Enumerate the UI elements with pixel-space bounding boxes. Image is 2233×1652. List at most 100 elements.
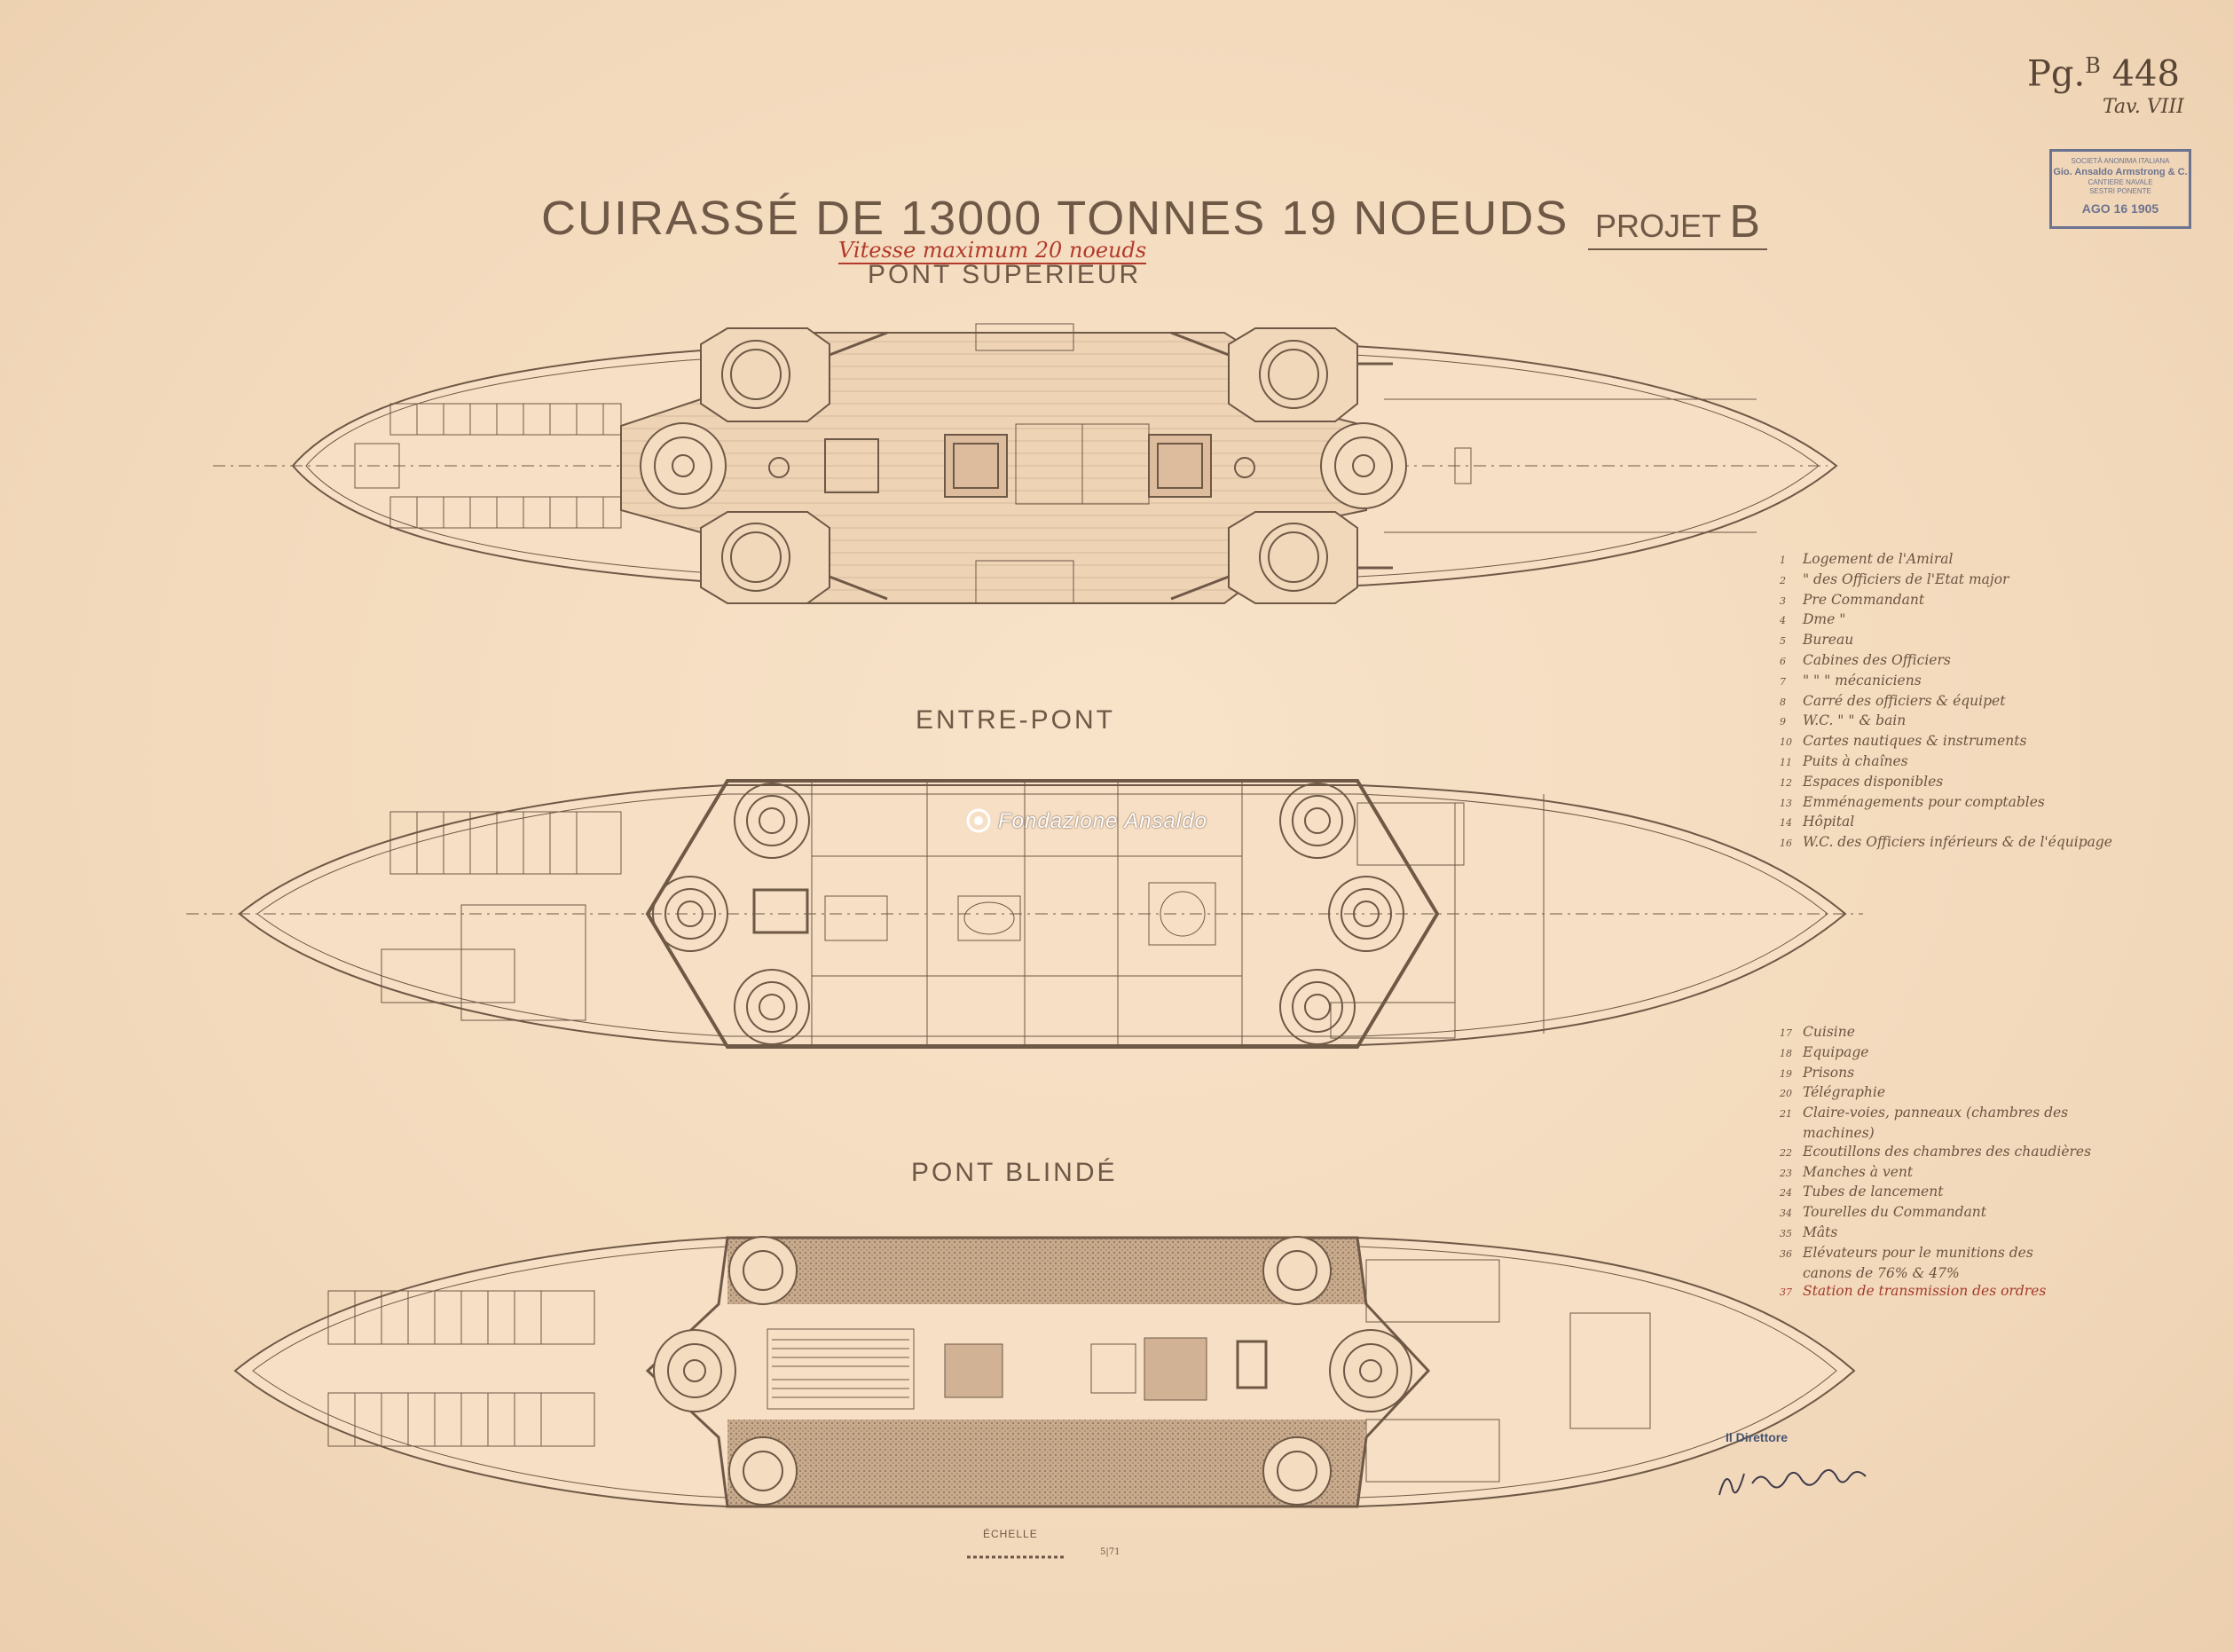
armored-deck-label: PONT BLINDÉ [911,1158,1118,1187]
legend-item: 10 Cartes nautiques & instruments [1780,732,2112,752]
legend-item: 9 W.C. " " & bain [1780,712,2112,732]
legend-item-number: 6 [1780,655,1786,667]
legend-item-text: Station de transmission des ordres [1803,1283,2047,1300]
legend-item: 12 Espaces disponibles [1780,773,2112,793]
legend-item-number: 10 [1780,736,1792,749]
legend-item-text: Télégraphie [1803,1084,1886,1101]
legend-item-text: canons de 76% & 47% [1803,1264,1960,1281]
legend-item-number: 8 [1780,696,1786,708]
watermark-text: Fondazione Ansaldo [998,809,1207,833]
legend-item-number: 9 [1780,716,1786,728]
legend-item: 37 Station de transmission des ordres [1780,1282,2091,1302]
legend-item: 16 W.C. des Officiers inférieurs & de l'é… [1780,833,2112,854]
scale-label: ÉCHELLE [983,1528,1038,1540]
legend-item-text: Hôpital [1803,814,1855,830]
legend-item-number: 37 [1780,1286,1792,1299]
drawing-reference: Pg.B 448 [2027,53,2180,95]
legend-item-number: 7 [1780,675,1786,688]
between-deck-label: ENTRE-PONT [916,705,1115,735]
max-speed-note: Vitesse maximum 20 noeuds [838,238,1147,264]
stamp-line-3: CANTIERE NAVALE [2088,178,2153,186]
legend-item-text: Cabines des Officiers [1803,651,1951,668]
legend-item-text: Equipage [1803,1043,1869,1060]
legend-item-number: 35 [1780,1227,1792,1239]
legend-item-number: 23 [1780,1167,1792,1179]
ansaldo-logo-icon [966,808,991,833]
legend-item-number: 3 [1780,594,1786,607]
projet-letter: B [1729,196,1761,248]
legend-item-number: 21 [1780,1108,1792,1121]
legend-item: 2 " des Officiers de l'Etat major [1780,570,2112,591]
legend-item: 7 " " " mécaniciens [1780,672,2112,692]
legend-item-number: 19 [1780,1067,1792,1080]
legend-item-number: 16 [1780,838,1792,850]
legend-item-text: Manches à vent [1803,1163,1914,1180]
legend-item: 22 Ecoutillons des chambres des chaudière… [1780,1143,2091,1163]
reference-sup: B [2085,53,2101,78]
upper-deck-plan [213,323,1838,604]
legend-item: machines) [1780,1124,2091,1143]
legend-item: 5 Bureau [1780,631,2112,651]
legend-item-text: " " " mécaniciens [1803,672,1922,688]
projet-label: PROJET B [1588,195,1768,250]
legend-item: 34 Tourelles du Commandant [1780,1203,2091,1223]
upper-deck-label: PONT SUPERIEUR [868,260,1142,289]
legend-item: 35 Mâts [1780,1223,2091,1244]
legend-item-number: 12 [1780,776,1792,789]
legend-item: 6 Cabines des Officiers [1780,651,2112,672]
signature-mark [1718,1468,1867,1496]
legend-item-text: Elévateurs pour le munitions des [1803,1244,2033,1261]
legend-item-text: Prisons [1803,1064,1855,1081]
legend-item: 20 Télégraphie [1780,1083,2091,1104]
legend-item-text: Tourelles du Commandant [1803,1204,1987,1221]
armored-deck-plan [233,1236,1856,1508]
legend-item: 13 Emménagements pour comptables [1780,793,2112,814]
legend-item-text: Emménagements pour comptables [1803,793,2045,810]
legend-item-text: W.C. des Officiers inférieurs & de l'équ… [1803,834,2112,851]
legend-item-number: 36 [1780,1247,1792,1260]
legend-item: 36 Elévateurs pour le munitions des [1780,1244,2091,1264]
legend-item-number: 34 [1780,1208,1792,1220]
legend-item-text: Cartes nautiques & instruments [1803,733,2027,750]
projet-word: PROJET [1595,208,1721,244]
legend-item-text: Logement de l'Amiral [1803,551,1954,567]
drawing-title: CUIRASSÉ DE 13000 TONNES 19 NOEUDS [541,192,1569,245]
legend-item-text: Ecoutillons des chambres des chaudières [1803,1143,2092,1160]
legend-item: 8 Carré des officiers & équipet [1780,692,2112,712]
legend-item: 21 Claire-voies, panneaux (chambres des [1780,1104,2091,1124]
legend-item: 14 Hôpital [1780,813,2112,833]
legend-item-text: Espaces disponibles [1803,773,1944,790]
legend-item-number: 20 [1780,1088,1792,1100]
legend-item-number: 11 [1780,756,1792,768]
stamp-line-1: SOCIETÀ ANONIMA ITALIANA [2071,157,2170,165]
stamp-line-2: Gio. Ansaldo Armstrong & C. [2053,167,2188,177]
legend-item-text: Mâts [1803,1223,1838,1240]
archive-stamp: SOCIETÀ ANONIMA ITALIANA Gio. Ansaldo Ar… [2049,149,2191,229]
legend-item-text: " des Officiers de l'Etat major [1803,570,2009,587]
legend-item-number: 13 [1780,797,1792,809]
legend-item: 19 Prisons [1780,1064,2091,1084]
legend-item-text: Dme " [1803,611,1846,628]
legend-rooms: 1 Logement de l'Amiral 2 " des Officiers de… [1780,550,2112,854]
legend-item-text: W.C. " " & bain [1803,712,1907,729]
director-stamp: Il Direttore [1726,1430,1789,1444]
legend-item-number: 2 [1780,574,1786,586]
legend-item-text: Claire-voies, panneaux (chambres des [1803,1105,2069,1121]
legend-item-number: 14 [1780,817,1792,830]
legend-item-text: Bureau [1803,632,1854,649]
legend-item-text: Carré des officiers & équipet [1803,692,2006,709]
legend-item-number: 22 [1780,1146,1792,1159]
legend-item-number: 1 [1780,555,1786,566]
legend-item-number: 24 [1780,1187,1792,1200]
reference-number: 448 [2111,53,2180,95]
between-deck-plan [186,779,1863,1049]
legend-item-number: 5 [1780,635,1786,648]
